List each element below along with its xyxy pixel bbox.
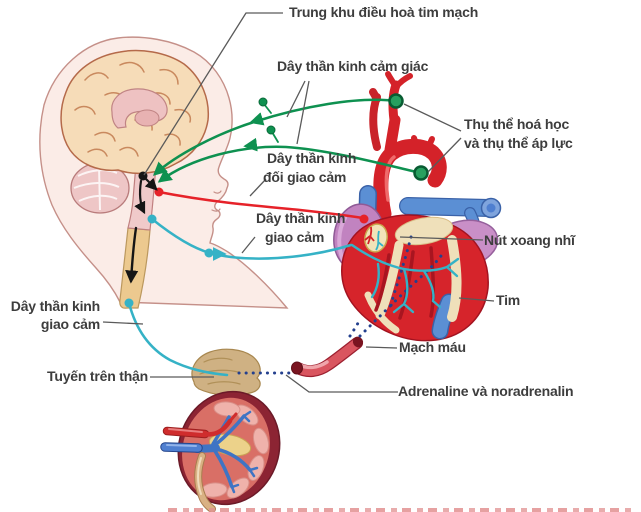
label-blood-vessel: Mạch máu bbox=[399, 339, 466, 355]
label-sympathetic-left-line1: Dây thần kinh bbox=[10, 298, 100, 314]
label-parasympathetic-line2: đối giao cảm bbox=[263, 169, 347, 185]
cerebellum bbox=[70, 162, 130, 214]
spinal-cord bbox=[119, 227, 151, 309]
cardio-center-dot bbox=[138, 171, 148, 181]
sa-node bbox=[364, 223, 388, 253]
inner-brain bbox=[111, 88, 168, 129]
hormone-dotted-trails bbox=[237, 235, 443, 375]
chemoreceptor-dot bbox=[388, 93, 404, 109]
label-receptors: Thụ thể hoá học và thụ thể áp lực bbox=[464, 115, 573, 153]
head-illustration bbox=[39, 36, 289, 309]
heart-illustration bbox=[333, 71, 502, 342]
label-sa-node: Nút xoang nhĩ bbox=[484, 232, 575, 248]
pointer-lines bbox=[102, 12, 495, 393]
label-sympathetic-left-line2: giao cảm bbox=[40, 316, 100, 332]
label-parasympathetic-nerve: Dây thần kinh đối giao cảm bbox=[263, 149, 356, 187]
efferent-arrows bbox=[125, 177, 158, 284]
label-sympathetic-nerve-mid: Dây thần kinh giao cảm bbox=[256, 209, 345, 247]
face-details bbox=[211, 190, 222, 212]
label-adrenal-gland: Tuyến trên thận bbox=[47, 368, 148, 384]
label-sensory-nerve: Dây thần kinh cảm giác bbox=[277, 58, 429, 74]
cropped-caption-strip bbox=[168, 508, 633, 512]
label-sympathetic-nerve-left: Dây thần kinh giao cảm bbox=[6, 297, 100, 333]
label-receptors-line1: Thụ thể hoá học bbox=[464, 116, 570, 132]
label-sympathetic-mid-line2: giao cảm bbox=[265, 229, 325, 245]
baroreceptor-dot bbox=[413, 165, 429, 181]
label-heart: Tim bbox=[496, 292, 521, 308]
label-sympathetic-mid-line1: Dây thần kinh bbox=[256, 210, 346, 226]
kidney-illustration bbox=[160, 348, 281, 512]
renal-vein-tube bbox=[160, 442, 203, 453]
blood-vessel-piece bbox=[291, 336, 364, 378]
sensory-nerve-aortic bbox=[157, 145, 423, 183]
sensory-nerve-terminals bbox=[258, 93, 429, 181]
ureter bbox=[194, 452, 216, 512]
label-hormones: Adrenaline và noradrenalin bbox=[398, 383, 574, 399]
renal-artery bbox=[162, 412, 238, 439]
adrenal-gland bbox=[191, 348, 261, 397]
label-cardio-center: Trung khu điều hoà tim mạch bbox=[289, 4, 479, 20]
label-parasympathetic-line1: Dây thần kinh bbox=[267, 150, 357, 166]
label-receptors-line2: và thụ thể áp lực bbox=[464, 135, 573, 151]
parasympathetic-nerve bbox=[157, 190, 365, 220]
